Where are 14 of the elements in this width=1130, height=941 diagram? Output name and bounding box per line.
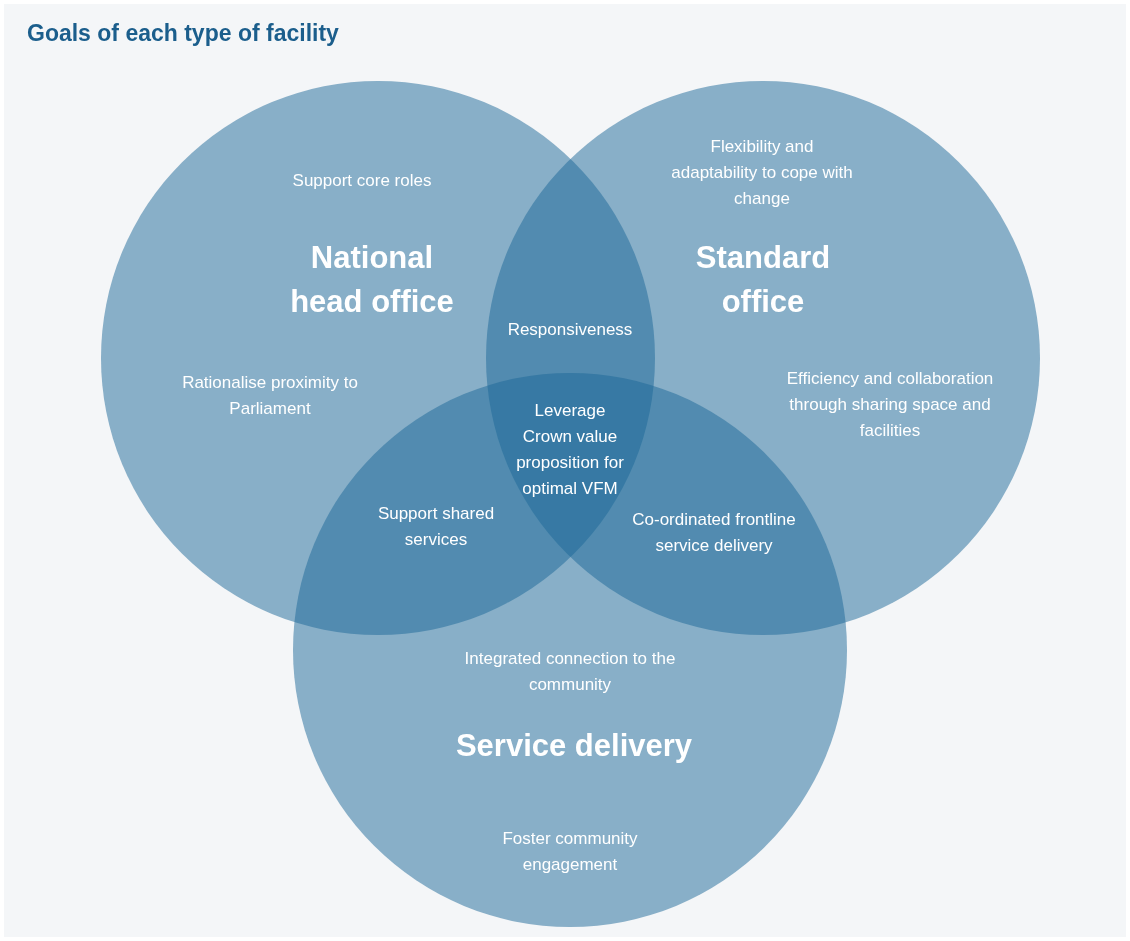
goal-text: Integrated connection to the community bbox=[463, 648, 677, 696]
goal-text: Flexibility and adaptability to cope with change bbox=[670, 136, 854, 210]
circle-heading: National head office bbox=[289, 239, 455, 321]
goal-text: Efficiency and collaboration through sharing space and facilities bbox=[785, 368, 995, 442]
circle-heading: Standard office bbox=[694, 239, 832, 321]
diagram-title: Goals of each type of facility bbox=[27, 20, 339, 47]
overlap-goal-text: Co-ordinated frontline service delivery bbox=[631, 509, 797, 557]
overlap-goal-text: Responsiveness bbox=[506, 319, 634, 341]
overlap-goal-text: Leverage Crown value proposition for optimal VFM bbox=[515, 400, 625, 500]
goal-text: Rationalise proximity to Parliament bbox=[181, 372, 359, 420]
circle-heading: Service delivery bbox=[454, 727, 694, 765]
goal-text: Foster community engagement bbox=[501, 828, 639, 876]
overlap-goal-text: Support shared services bbox=[376, 503, 496, 551]
goal-text: Support core roles bbox=[291, 170, 433, 192]
